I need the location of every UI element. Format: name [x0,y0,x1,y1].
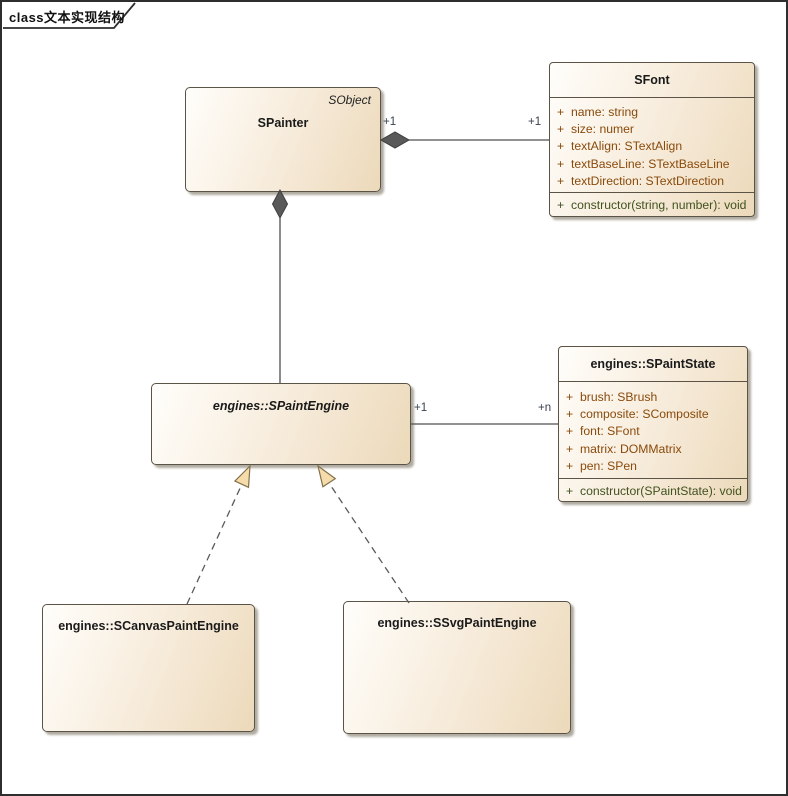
attribute-row: + name: string [550,103,754,120]
attribute-row: + composite: SComposite [559,405,747,422]
attribute-row: + textBaseLine: STextBaseLine [550,155,754,172]
plus-visibility-icon: + [565,406,574,421]
plus-visibility-icon: + [565,389,574,404]
class-title-sfont: SFont [634,73,670,87]
class-box-spainter[interactable]: SObject SPainter [185,87,381,192]
class-box-ssvgpaintengine[interactable]: engines::SSvgPaintEngine [343,601,571,734]
attribute-row: + textDirection: STextDirection [550,172,754,189]
attribute-row: + font: SFont [559,423,747,440]
operation-row: + constructor(SPaintState): void [559,482,747,499]
class-title-spainter: SPainter [257,116,309,130]
realization-ssvg-spaintengine[interactable] [328,482,410,604]
composition-diamond-icon [271,188,289,220]
plus-visibility-icon: + [556,104,565,119]
class-title-spaintengine: engines::SPaintEngine [212,399,350,413]
operations-compartment: + constructor(string, number): void [550,192,754,216]
attribute-row: + textAlign: STextAlign [550,138,754,155]
multiplicity-label: +1 [414,402,428,414]
attribute-row: + pen: SPen [559,457,747,474]
operations-compartment: + constructor(SPaintState): void [559,478,747,502]
class-title-scanvaspaintengine: engines::SCanvasPaintEngine [58,619,239,633]
attribute-row: + matrix: DOMMatrix [559,440,747,457]
multiplicity-label: +1 [528,116,542,128]
generalization-arrow-icon [233,464,251,489]
composition-diamond-icon [379,131,411,149]
attribute-row: + brush: SBrush [559,388,747,405]
plus-visibility-icon: + [565,483,574,498]
generalization-arrow-icon [317,464,337,488]
multiplicity-label: +n [538,402,552,414]
plus-visibility-icon: + [565,441,574,456]
class-box-spaintengine[interactable]: engines::SPaintEngine [151,383,411,465]
plus-visibility-icon: + [556,156,565,171]
class-title-ssvgpaintengine: engines::SSvgPaintEngine [377,616,537,630]
realization-scanvas-spaintengine[interactable] [186,483,243,605]
class-box-spaintstate[interactable]: engines::SPaintState + brush: SBrush + c… [558,346,748,502]
diagram-frame-tab-label: class文本实现结构 [9,10,126,25]
plus-visibility-icon: + [565,424,574,439]
attribute-row: + size: numer [550,120,754,137]
attributes-compartment: + name: string + size: numer + textAlign… [550,97,754,192]
class-title-spaintstate: engines::SPaintState [590,357,716,371]
plus-visibility-icon: + [556,173,565,188]
plus-visibility-icon: + [556,197,565,212]
plus-visibility-icon: + [556,121,565,136]
stereotype-label: SObject [328,93,371,107]
multiplicity-label: +1 [383,116,397,128]
plus-visibility-icon: + [565,458,574,473]
operation-row: + constructor(string, number): void [550,196,754,213]
class-box-scanvaspaintengine[interactable]: engines::SCanvasPaintEngine [42,604,255,732]
attributes-compartment: + brush: SBrush + composite: SComposite … [559,381,747,478]
class-box-sfont[interactable]: SFont + name: string + size: numer + tex… [549,62,755,217]
plus-visibility-icon: + [556,139,565,154]
